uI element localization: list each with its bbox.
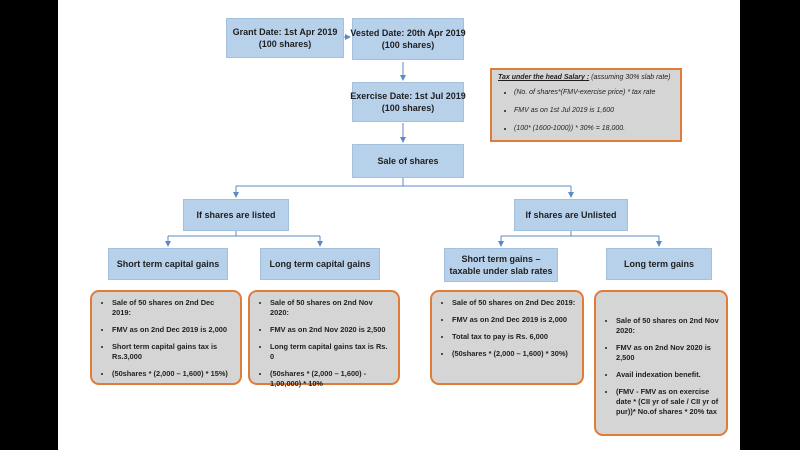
salary-tax-heading-suffix: (assuming 30% slab rate) xyxy=(589,74,671,81)
long-term-capital-gains-box: Long term capital gains xyxy=(260,248,380,280)
ltcg-detail-item: Sale of 50 shares on 2nd Nov 2020: xyxy=(270,298,392,318)
salary-tax-item: FMV as on 1st Jul 2019 is 1,600 xyxy=(514,106,674,116)
grant-date-box: Grant Date: 1st Apr 2019 (100 shares) xyxy=(226,18,344,58)
exercise-shares-label: (100 shares) xyxy=(381,103,435,113)
stcg-detail-item: FMV as on 2nd Dec 2019 is 2,000 xyxy=(112,325,234,335)
stcg-detail-item: (50shares * (2,000 – 1,600) * 15%) xyxy=(112,369,234,379)
short-term-capital-gains-box: Short term capital gains xyxy=(108,248,228,280)
long-term-capital-gains-label: Long term capital gains xyxy=(269,259,371,269)
ltcg-detail-item: FMV as on 2nd Nov 2020 is 2,500 xyxy=(270,325,392,335)
long-term-gains-unlisted-label: Long term gains xyxy=(623,259,694,269)
shares-unlisted-label: If shares are Unlisted xyxy=(525,210,617,220)
vested-shares-label: (100 shares) xyxy=(381,40,435,50)
stg-unlisted-detail-item: Total tax to pay is Rs. 6,000 xyxy=(452,332,576,342)
salary-tax-note: Tax under the head Salary : (assuming 30… xyxy=(490,68,682,142)
ltcg-detail-card: Sale of 50 shares on 2nd Nov 2020: FMV a… xyxy=(248,290,400,388)
grant-date-label: Grant Date: 1st Apr 2019 xyxy=(232,27,338,37)
sale-of-shares-box: Sale of shares xyxy=(352,144,464,178)
stcg-detail-list: Sale of 50 shares on 2nd Dec 2019: FMV a… xyxy=(96,298,234,379)
vested-date-box: Vested Date: 20th Apr 2019 (100 shares) xyxy=(350,18,466,60)
short-term-gains-unlisted-box: Short term gains – taxable under slab ra… xyxy=(444,248,558,282)
branch-unlisted xyxy=(501,231,659,237)
exercise-date-label: Exercise Date: 1st Jul 2019 xyxy=(350,91,466,101)
salary-tax-list: (No. of shares*(FMV-exercise price) * ta… xyxy=(498,88,674,134)
stg-unlisted-detail-item: (50shares * (2,000 – 1,600) * 30%) xyxy=(452,349,576,359)
branch-listed xyxy=(168,231,320,237)
ltcg-detail-list: Sale of 50 shares on 2nd Nov 2020: FMV a… xyxy=(254,298,392,389)
salary-tax-item: (No. of shares*(FMV-exercise price) * ta… xyxy=(514,88,674,98)
connector-lines xyxy=(165,34,662,247)
stg-unlisted-detail-card: Sale of 50 shares on 2nd Dec 2019: FMV a… xyxy=(430,290,584,385)
sale-of-shares-label: Sale of shares xyxy=(377,156,439,166)
short-term-capital-gains-label: Short term capital gains xyxy=(116,259,220,269)
ltcg-detail-item: (50shares * (2,000 – 1,600) - 1,00,000) … xyxy=(270,369,392,389)
ltg-unlisted-detail-item: Avail indexation benefit. xyxy=(616,370,720,380)
salary-tax-item: (100* (1600-1000)) * 30% = 18,000. xyxy=(514,124,674,134)
branch-sale xyxy=(236,178,571,187)
stg-unlisted-detail-item: FMV as on 2nd Dec 2019 is 2,000 xyxy=(452,315,576,325)
diagram-canvas: Grant Date: 1st Apr 2019 (100 shares) Ve… xyxy=(58,0,740,450)
stg-unlisted-detail-list: Sale of 50 shares on 2nd Dec 2019: FMV a… xyxy=(436,298,576,359)
shares-unlisted-box: If shares are Unlisted xyxy=(514,199,628,231)
ltg-unlisted-detail-item: (FMV - FMV as on exercise date * (CII yr… xyxy=(616,387,720,417)
salary-tax-heading: Tax under the head Salary : xyxy=(498,74,590,81)
long-term-gains-unlisted-box: Long term gains xyxy=(606,248,712,280)
shares-listed-label: If shares are listed xyxy=(196,210,276,220)
ltcg-detail-item: Long term capital gains tax is Rs. 0 xyxy=(270,342,392,362)
ltg-unlisted-detail-list: Sale of 50 shares on 2nd Nov 2020: FMV a… xyxy=(600,316,720,417)
short-term-gains-unlisted-line1: Short term gains – xyxy=(461,254,541,264)
stcg-detail-card: Sale of 50 shares on 2nd Dec 2019: FMV a… xyxy=(90,290,242,385)
stcg-detail-item: Sale of 50 shares on 2nd Dec 2019: xyxy=(112,298,234,318)
grant-shares-label: (100 shares) xyxy=(258,39,312,49)
stg-unlisted-detail-item: Sale of 50 shares on 2nd Dec 2019: xyxy=(452,298,576,308)
ltg-unlisted-detail-item: FMV as on 2nd Nov 2020 is 2,500 xyxy=(616,343,720,363)
short-term-gains-unlisted-line2: taxable under slab rates xyxy=(449,266,553,276)
shares-listed-box: If shares are listed xyxy=(183,199,289,231)
ltg-unlisted-detail-item: Sale of 50 shares on 2nd Nov 2020: xyxy=(616,316,720,336)
exercise-date-box: Exercise Date: 1st Jul 2019 (100 shares) xyxy=(350,82,466,122)
vested-date-label: Vested Date: 20th Apr 2019 xyxy=(350,28,466,38)
ltg-unlisted-detail-card: Sale of 50 shares on 2nd Nov 2020: FMV a… xyxy=(594,290,728,436)
stcg-detail-item: Short term capital gains tax is Rs.3,000 xyxy=(112,342,234,362)
